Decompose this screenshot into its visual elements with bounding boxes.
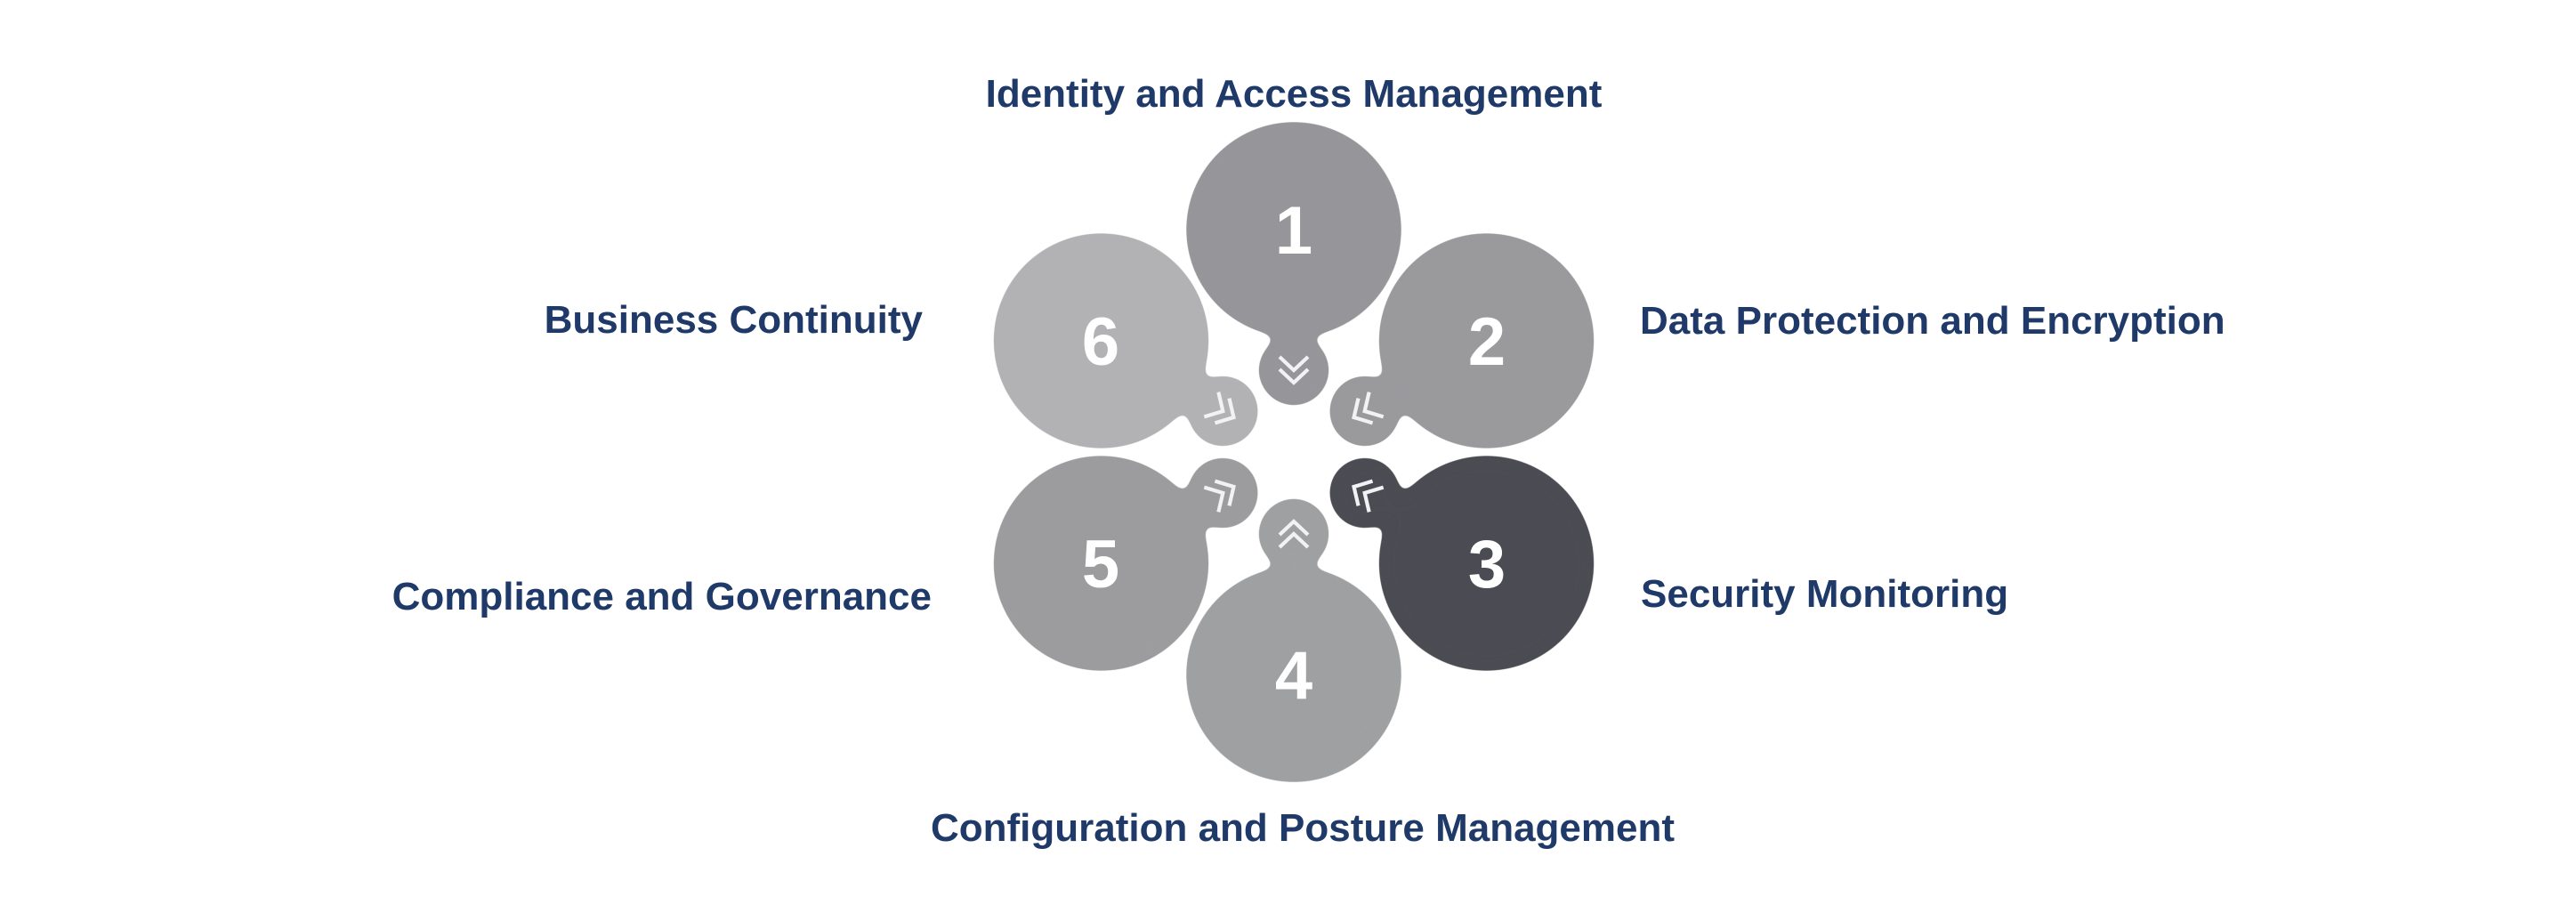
step-6-unit (994, 234, 1258, 448)
label-security-monitoring: Security Monitoring (1641, 572, 2008, 616)
step-4-inward-chevron-icon (1278, 519, 1310, 549)
step-6-blob (994, 234, 1258, 448)
label-data-protection-and-encryption: Data Protection and Encryption (1640, 299, 2225, 343)
step-2-number: 2 (1468, 304, 1506, 380)
step-4-unit (1187, 499, 1401, 781)
step-2-inward-chevron-icon (1352, 392, 1385, 425)
label-compliance-and-governance: Compliance and Governance (392, 575, 932, 618)
step-3-number: 3 (1468, 527, 1506, 602)
step-1-number: 1 (1275, 193, 1312, 269)
step-4-number: 4 (1275, 638, 1312, 714)
step-5-unit (994, 456, 1258, 670)
label-identity-and-access-management: Identity and Access Management (986, 72, 1603, 116)
step-6-number: 6 (1082, 304, 1119, 380)
label-configuration-and-posture-management: Configuration and Posture Management (931, 806, 1675, 850)
label-business-continuity: Business Continuity (545, 298, 924, 342)
step-5-inward-chevron-icon (1203, 479, 1236, 513)
step-1-blob (1187, 123, 1401, 405)
step-4-blob (1187, 499, 1401, 781)
step-6-inward-chevron-icon (1203, 392, 1236, 425)
step-1-unit (1187, 123, 1401, 405)
step-2-unit (1329, 234, 1594, 448)
step-3-inward-chevron-icon (1352, 479, 1385, 513)
step-3-unit (1329, 456, 1594, 670)
step-1-inward-chevron-icon (1278, 355, 1310, 385)
step-5-number: 5 (1082, 527, 1119, 602)
